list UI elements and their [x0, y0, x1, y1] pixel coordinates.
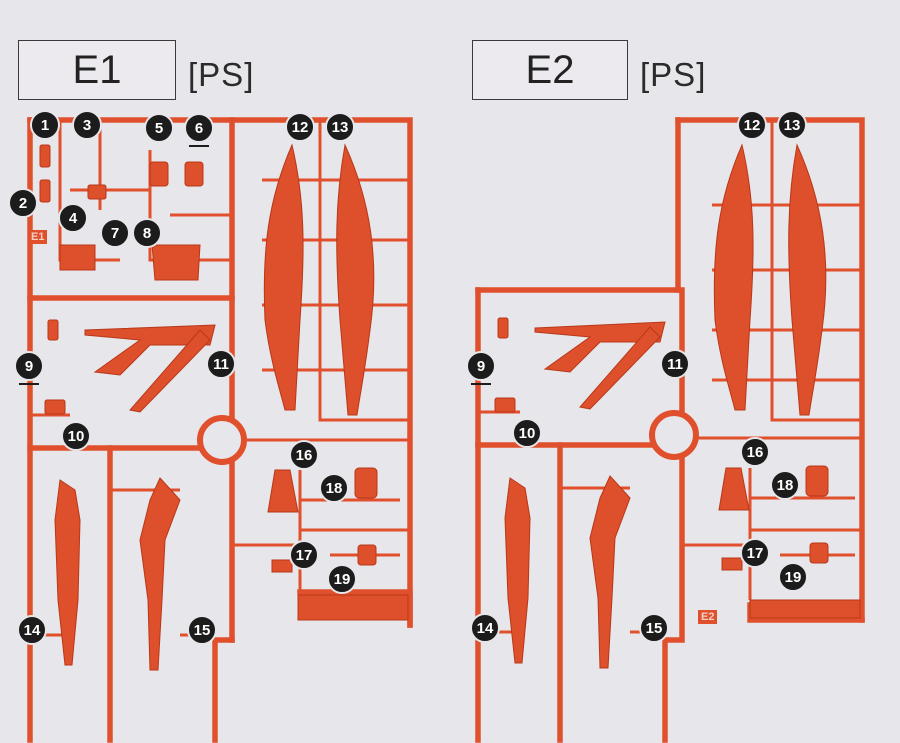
- part-marker-14: 14: [17, 615, 47, 645]
- part-marker-9: 9: [14, 351, 44, 385]
- part-marker-16: 16: [289, 440, 319, 470]
- part-marker-12: 12: [737, 110, 767, 140]
- runner-frame-e1: [27, 117, 413, 743]
- part-marker-1: 1: [30, 110, 60, 140]
- part-marker-10: 10: [512, 418, 542, 448]
- material-label-e2: [PS]: [640, 56, 707, 93]
- part-marker-19: 19: [327, 564, 357, 594]
- part-marker-3: 3: [72, 110, 102, 140]
- part-marker-10: 10: [61, 421, 91, 451]
- part-marker-8: 8: [132, 218, 162, 248]
- part-marker-11: 11: [206, 349, 236, 379]
- part-marker-4: 4: [58, 203, 88, 233]
- part-marker-13: 13: [777, 110, 807, 140]
- sheet-label-e1: E1: [18, 40, 176, 100]
- part-marker-15: 15: [187, 615, 217, 645]
- part-marker-14: 14: [470, 613, 500, 643]
- part-marker-17: 17: [740, 538, 770, 568]
- part-marker-6: 6: [184, 113, 214, 147]
- part-marker-18: 18: [770, 470, 800, 500]
- part-marker-19: 19: [778, 562, 808, 592]
- part-marker-15: 15: [639, 613, 669, 643]
- material-label-e1: [PS]: [188, 56, 255, 93]
- part-marker-17: 17: [289, 540, 319, 570]
- part-marker-18: 18: [319, 473, 349, 503]
- part-marker-13: 13: [325, 112, 355, 142]
- part-marker-11: 11: [660, 349, 690, 379]
- part-marker-2: 2: [8, 188, 38, 218]
- runner-frame-e2: [475, 117, 865, 743]
- part-marker-7: 7: [100, 218, 130, 248]
- runner-sheet-e2: E2 [PS]: [450, 0, 900, 743]
- runner-tag-e2: E2: [698, 610, 718, 624]
- part-marker-16: 16: [740, 437, 770, 467]
- part-marker-9: 9: [466, 351, 496, 385]
- runner-tag-e1: E1: [28, 230, 48, 244]
- part-marker-5: 5: [144, 113, 174, 143]
- part-marker-12: 12: [285, 112, 315, 142]
- sheet-label-e2: E2: [472, 40, 628, 100]
- runner-sheet-e1: E1 [PS]: [8, 40, 413, 743]
